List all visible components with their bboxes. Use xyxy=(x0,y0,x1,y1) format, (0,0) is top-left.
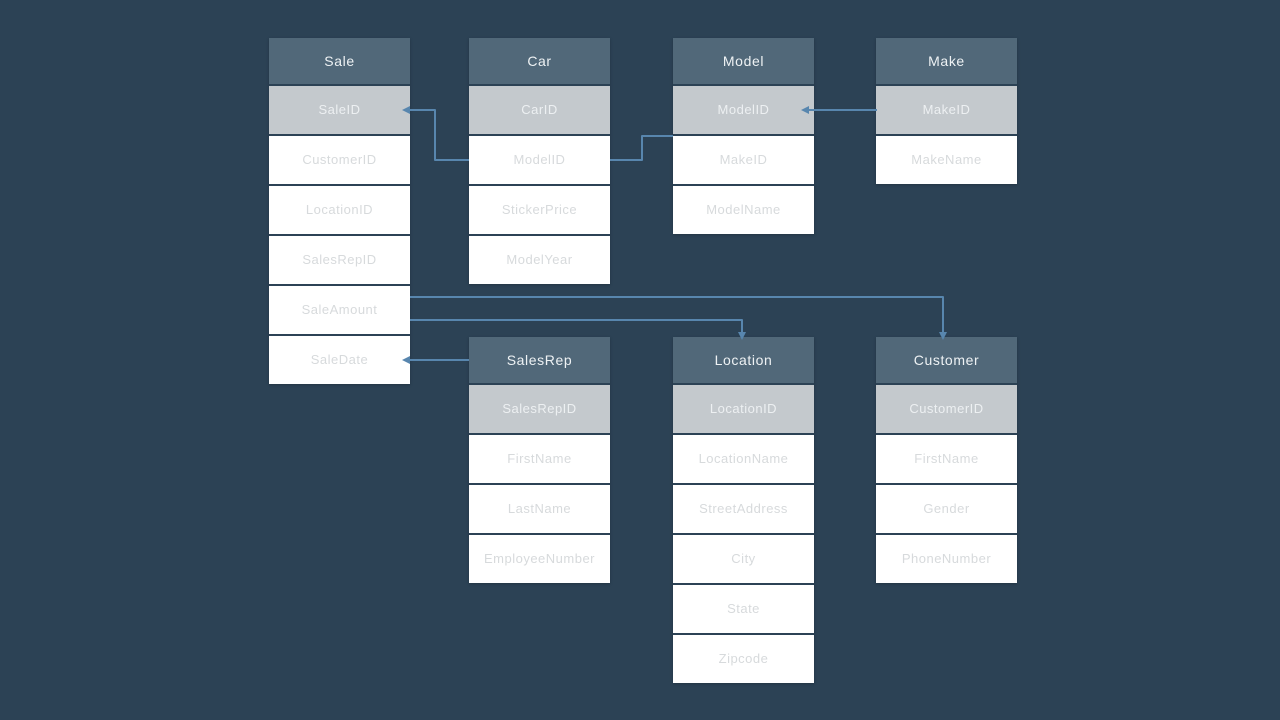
table-customer: Customer CustomerID FirstName Gender Pho… xyxy=(876,337,1017,583)
table-salesrep-field-row: FirstName xyxy=(469,435,610,483)
table-car-field-row: ModelYear xyxy=(469,236,610,284)
table-customer-field-row: FirstName xyxy=(876,435,1017,483)
table-model-title: Model xyxy=(673,38,814,84)
table-sale-pk-row: SaleID xyxy=(269,86,410,134)
table-sale-field-row: SalesRepID xyxy=(269,236,410,284)
table-location-pk-row: LocationID xyxy=(673,385,814,433)
table-location-field-row: Zipcode xyxy=(673,635,814,683)
table-model: Model ModelID MakeID ModelName xyxy=(673,38,814,234)
connector-sale-car xyxy=(409,109,469,161)
table-location: Location LocationID LocationName StreetA… xyxy=(673,337,814,683)
connector-sale-customer xyxy=(410,296,944,333)
table-location-field-row: City xyxy=(673,535,814,583)
table-car-field-row: StickerPrice xyxy=(469,186,610,234)
table-customer-title: Customer xyxy=(876,337,1017,383)
table-customer-pk-row: CustomerID xyxy=(876,385,1017,433)
table-salesrep-field-row: LastName xyxy=(469,485,610,533)
table-make: Make MakeID MakeName xyxy=(876,38,1017,184)
table-model-field-row: MakeID xyxy=(673,136,814,184)
table-sale-field-row: LocationID xyxy=(269,186,410,234)
table-sale: Sale SaleID CustomerID LocationID SalesR… xyxy=(269,38,410,384)
table-salesrep: SalesRep SalesRepID FirstName LastName E… xyxy=(469,337,610,583)
table-sale-field-row: SaleDate xyxy=(269,336,410,384)
table-location-field-row: StreetAddress xyxy=(673,485,814,533)
table-location-title: Location xyxy=(673,337,814,383)
table-customer-field-row: Gender xyxy=(876,485,1017,533)
table-car: Car CarID ModelID StickerPrice ModelYear xyxy=(469,38,610,284)
table-car-title: Car xyxy=(469,38,610,84)
table-make-field-row: MakeName xyxy=(876,136,1017,184)
table-salesrep-title: SalesRep xyxy=(469,337,610,383)
table-car-field-row: ModelID xyxy=(469,136,610,184)
table-sale-title: Sale xyxy=(269,38,410,84)
table-sale-field-row: SaleAmount xyxy=(269,286,410,334)
table-make-pk-row: MakeID xyxy=(876,86,1017,134)
table-location-field-row: State xyxy=(673,585,814,633)
connector-car-model xyxy=(610,135,673,161)
table-make-title: Make xyxy=(876,38,1017,84)
connector-sale-location xyxy=(410,319,743,333)
table-customer-field-row: PhoneNumber xyxy=(876,535,1017,583)
table-car-pk-row: CarID xyxy=(469,86,610,134)
table-sale-field-row: CustomerID xyxy=(269,136,410,184)
table-salesrep-field-row: EmployeeNumber xyxy=(469,535,610,583)
table-model-pk-row: ModelID xyxy=(673,86,814,134)
table-salesrep-pk-row: SalesRepID xyxy=(469,385,610,433)
table-model-field-row: ModelName xyxy=(673,186,814,234)
table-location-field-row: LocationName xyxy=(673,435,814,483)
